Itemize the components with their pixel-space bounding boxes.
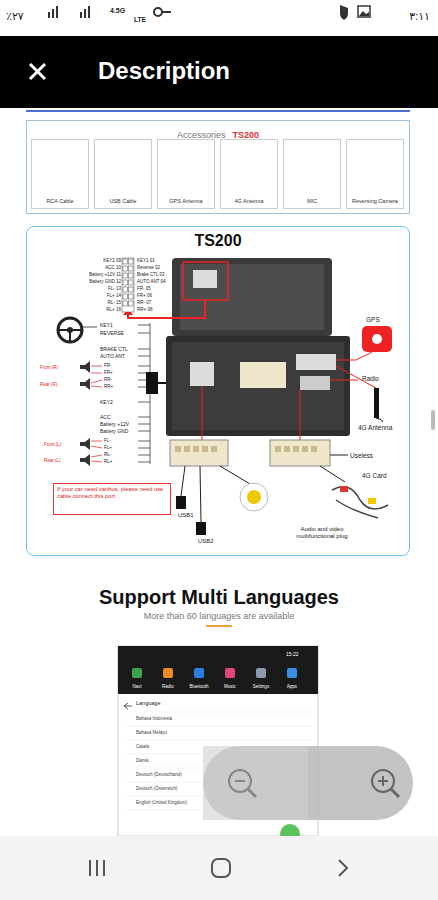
- wire-label: Rear (L): [44, 458, 61, 463]
- wire-label: Useless: [350, 452, 373, 460]
- item-caption: 4G Antenna: [221, 198, 277, 205]
- accessory-item: USB Cable: [94, 139, 152, 209]
- wire-label: AUTO ANT: [100, 353, 125, 359]
- wiring-panel: TS200KEY2 09 KEY1 01 ACC 10 Reverse 02 Batte…: [26, 226, 410, 556]
- pin-name: KEY1 01: [137, 258, 155, 263]
- screen-text: 15:22: [286, 651, 299, 657]
- section-text: More than 60 languages are available: [144, 611, 295, 622]
- wire-label: USB1: [178, 512, 194, 519]
- wire-label: RL+: [104, 459, 112, 464]
- pin-name: FR+ 06: [137, 293, 152, 298]
- accessory-item: GPS Antenna: [157, 139, 215, 209]
- screen-text: Settings: [253, 684, 269, 689]
- status-text: LTE: [134, 16, 146, 24]
- screen-text: Music: [224, 684, 236, 689]
- wire-label: KEY2: [100, 399, 113, 405]
- pin-name: FL- 13: [108, 286, 121, 291]
- wire-label: Front (R): [40, 365, 58, 370]
- wire-label: GPS: [366, 316, 380, 324]
- wire-label: Radio: [362, 375, 379, 383]
- pin-name: RR+ 08: [137, 307, 152, 312]
- pin-name: Reverse 02: [137, 265, 160, 270]
- screen-text: English (United Kingdom): [136, 800, 187, 805]
- wire-label: Battery GND: [100, 428, 128, 434]
- accessory-item: Reversing Camera: [346, 139, 404, 209]
- pin-name: RL- 15: [107, 300, 121, 305]
- pin-name: Battery +12V 11: [89, 272, 121, 277]
- screen-text: Català: [136, 744, 149, 749]
- screen-text: Bluetooth: [189, 684, 208, 689]
- status-text: ٪٢٧: [6, 10, 24, 23]
- accessory-item: MIC: [283, 139, 341, 209]
- accessory-item: 4G Antenna: [220, 139, 278, 209]
- wire-label: REVERSE: [100, 330, 124, 336]
- screen-text: Bahasa Melayu: [136, 730, 167, 735]
- canbus-note: If your car need canbus, please need use…: [53, 483, 171, 515]
- screen-text: Deutsch (Österreich): [136, 786, 178, 791]
- screen-text: Deutsch (Deutschland): [136, 772, 182, 777]
- wire-label: RL-: [104, 452, 111, 457]
- pin-name: RL+ 16: [106, 307, 121, 312]
- pin-name: ACC 10: [105, 265, 121, 270]
- pin-name: Brake CTL 03: [137, 272, 165, 277]
- wire-label: FR-: [104, 363, 112, 368]
- wire-label: FR+: [104, 370, 113, 375]
- status-time: ٣:١١: [409, 10, 430, 23]
- pin-name: AUTO ANT 04: [137, 279, 166, 284]
- wire-label: RR+: [104, 384, 113, 389]
- accessories-panel: Accessories_TS200RCA CableUSB CableGPS A…: [26, 120, 410, 214]
- item-caption: RCA Cable: [32, 198, 88, 205]
- screen-text: Radio: [162, 684, 174, 689]
- pin-name: RR- 07: [137, 300, 151, 305]
- screen-text: Navi: [132, 684, 141, 689]
- screen-text: Language: [136, 700, 160, 707]
- wire-label: KEY1: [100, 322, 113, 328]
- accessory-item: RCA Cable: [31, 139, 89, 209]
- item-caption: MIC: [284, 198, 340, 205]
- wire-label: USB2: [198, 538, 214, 545]
- pin-table: KEY2 09 KEY1 01 ACC 10 Reverse 02 Battery +1…: [85, 257, 171, 315]
- pin-name: FL+ 14: [107, 293, 121, 298]
- section-text: Support Multi Languages: [99, 585, 339, 609]
- item-caption: GPS Antenna: [158, 198, 214, 205]
- status-text: 4.5G: [110, 7, 125, 15]
- wire-label: 4G Card: [362, 472, 387, 480]
- wire-label: Audio and video multifunctional plug: [282, 526, 362, 540]
- item-caption: Reversing Camera: [347, 198, 403, 205]
- panel-title: TS200: [27, 231, 409, 250]
- wire-label: Battery +12V: [100, 421, 129, 427]
- wire-label: ACC: [100, 414, 111, 420]
- screen-text: Dansk: [136, 758, 149, 763]
- item-caption: USB Cable: [95, 198, 151, 205]
- wire-label: Rear (R): [40, 382, 57, 387]
- page-title: Description: [98, 57, 230, 86]
- wire-label: 4G Antenna: [358, 424, 392, 432]
- screen-text: Apps: [287, 684, 297, 689]
- wire-label: RR-: [104, 377, 112, 382]
- pin-name: FR- 05: [137, 286, 151, 291]
- pin-name: KEY2 09: [103, 258, 121, 263]
- wire-label: BRAKE CTL: [100, 346, 128, 352]
- screen-text: Bahasa Indonesia: [136, 716, 172, 721]
- pin-name: Battery GND 12: [89, 279, 121, 284]
- wire-label: Front (L): [44, 442, 61, 447]
- wire-label: FL-: [104, 438, 111, 443]
- note-text: If your car need canbus, please need use…: [57, 486, 167, 500]
- wire-label: FL+: [104, 445, 112, 450]
